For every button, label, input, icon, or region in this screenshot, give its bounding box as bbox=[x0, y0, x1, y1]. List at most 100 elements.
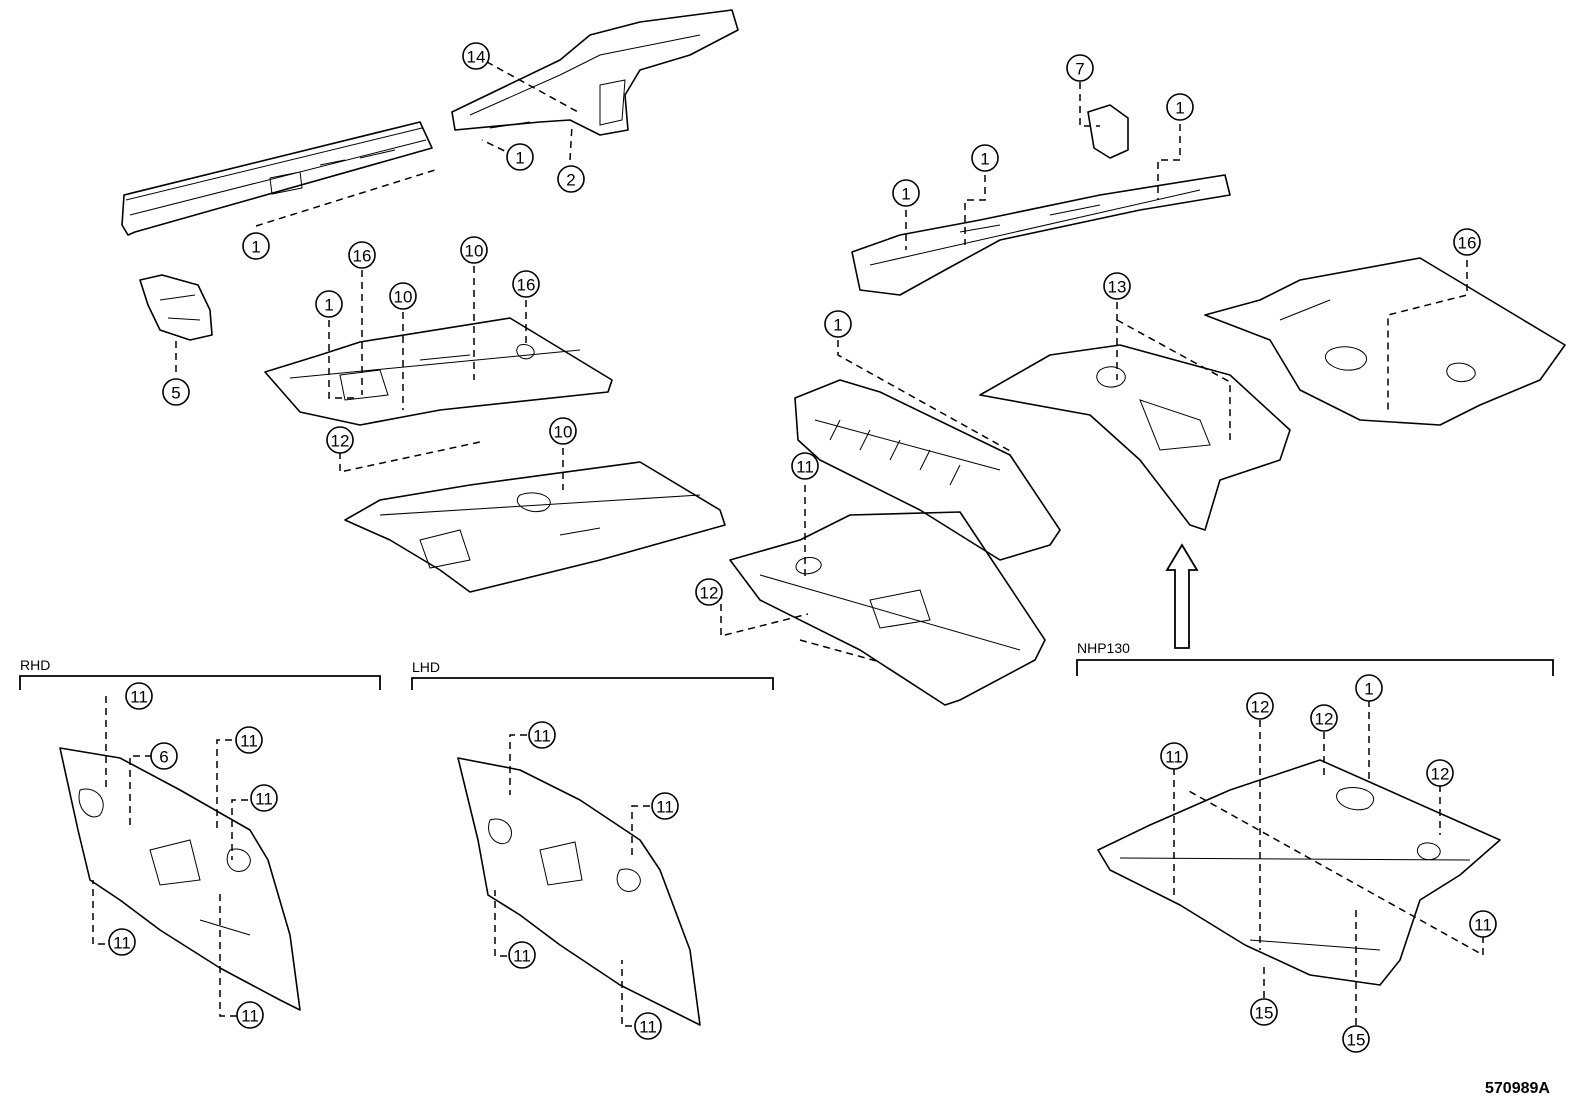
part-center-floor-pan bbox=[729, 511, 1046, 706]
callout-number: 12 bbox=[331, 432, 350, 451]
callout-circle bbox=[528, 721, 556, 749]
callout-circle bbox=[108, 928, 136, 956]
callout-12: 12 bbox=[1426, 759, 1454, 787]
callout-circle bbox=[1246, 692, 1274, 720]
callout-12: 12 bbox=[695, 578, 723, 606]
callout-circle bbox=[971, 144, 999, 172]
callout-7: 7 bbox=[1066, 54, 1094, 82]
callout-number: 1 bbox=[1175, 99, 1184, 118]
callout-number: 5 bbox=[171, 384, 180, 403]
callout-circle bbox=[1250, 998, 1278, 1026]
part-front-side-member-rear bbox=[451, 9, 739, 136]
callout-circle bbox=[460, 236, 488, 264]
direction-arrow-icon bbox=[1165, 543, 1199, 649]
callout-number: 12 bbox=[1251, 698, 1270, 717]
callout-number: 11 bbox=[130, 688, 148, 707]
part-rear-floor-side-member bbox=[851, 174, 1231, 296]
callout-circle bbox=[250, 784, 278, 812]
callout-number: 16 bbox=[517, 276, 536, 295]
part-floor-pan-nhp130 bbox=[1097, 759, 1501, 986]
callout-circle bbox=[1453, 228, 1481, 256]
callout-number: 11 bbox=[113, 934, 131, 953]
callout-number: 1 bbox=[980, 150, 989, 169]
callout-circle bbox=[162, 378, 190, 406]
callout-circle bbox=[235, 726, 263, 754]
callout-number: 1 bbox=[515, 149, 524, 168]
callout-circle bbox=[1426, 759, 1454, 787]
callout-circle bbox=[634, 1012, 662, 1040]
callout-number: 12 bbox=[700, 584, 719, 603]
callout-circle bbox=[549, 417, 577, 445]
callout-number: 6 bbox=[159, 748, 168, 767]
callout-circle bbox=[315, 290, 343, 318]
callout-1: 1 bbox=[824, 310, 852, 338]
callout-circle bbox=[326, 426, 354, 454]
callout-14: 14 bbox=[462, 42, 490, 70]
callout-circle bbox=[236, 1001, 264, 1029]
callout-circle bbox=[557, 165, 585, 193]
callout-16: 16 bbox=[512, 270, 540, 298]
callout-11: 11 bbox=[791, 452, 819, 480]
callout-circle bbox=[1166, 93, 1194, 121]
callout-number: 10 bbox=[465, 242, 484, 261]
callout-circle bbox=[348, 241, 376, 269]
callout-11: 11 bbox=[108, 928, 136, 956]
variant-bracket-rhd bbox=[19, 675, 381, 690]
callout-11: 11 bbox=[125, 682, 153, 710]
callout-number: 14 bbox=[467, 48, 486, 67]
callout-circle bbox=[506, 143, 534, 171]
callout-circle bbox=[512, 270, 540, 298]
part-front-floor-pan-lower bbox=[344, 461, 726, 593]
callout-number: 1 bbox=[901, 185, 910, 204]
part-floor-pan-center bbox=[979, 344, 1291, 531]
callout-circle bbox=[1066, 54, 1094, 82]
part-bracket-7 bbox=[1087, 104, 1129, 159]
callout-number: 11 bbox=[240, 732, 258, 751]
callout-circle bbox=[389, 282, 417, 310]
callout-11: 11 bbox=[651, 792, 679, 820]
callout-11: 11 bbox=[250, 784, 278, 812]
callout-number: 15 bbox=[1347, 1031, 1366, 1050]
callout-number: 7 bbox=[1075, 60, 1084, 79]
callout-circle bbox=[1160, 742, 1188, 770]
callout-circle bbox=[651, 792, 679, 820]
callout-15: 15 bbox=[1342, 1025, 1370, 1053]
callout-number: 1 bbox=[251, 238, 260, 257]
callout-number: 11 bbox=[533, 727, 551, 746]
callout-6: 6 bbox=[150, 742, 178, 770]
callout-10: 10 bbox=[389, 282, 417, 310]
callout-number: 16 bbox=[353, 247, 372, 266]
part-front-floor-pan-upper bbox=[264, 317, 613, 426]
callout-number: 11 bbox=[1474, 916, 1492, 935]
callout-number: 11 bbox=[1165, 748, 1183, 767]
callout-number: 16 bbox=[1458, 234, 1477, 253]
callout-number: 11 bbox=[513, 947, 531, 966]
callout-12: 12 bbox=[1246, 692, 1274, 720]
callout-12: 12 bbox=[326, 426, 354, 454]
callout-1: 1 bbox=[315, 290, 343, 318]
callout-12: 12 bbox=[1310, 704, 1338, 732]
callout-number: 11 bbox=[656, 798, 674, 817]
label-lhd: LHD bbox=[412, 659, 440, 675]
callout-circle bbox=[150, 742, 178, 770]
part-rear-floor-cross-member bbox=[794, 379, 1061, 561]
callout-11: 11 bbox=[508, 941, 536, 969]
callout-circle bbox=[791, 452, 819, 480]
callout-11: 11 bbox=[236, 1001, 264, 1029]
callout-circle bbox=[125, 682, 153, 710]
callout-circle bbox=[1103, 272, 1131, 300]
callout-11: 11 bbox=[528, 721, 556, 749]
variant-bracket-lhd bbox=[411, 677, 774, 690]
callout-number: 12 bbox=[1315, 710, 1334, 729]
callout-circle bbox=[1469, 910, 1497, 938]
callout-11: 11 bbox=[1469, 910, 1497, 938]
callout-circle bbox=[508, 941, 536, 969]
callout-11: 11 bbox=[1160, 742, 1188, 770]
callout-1: 1 bbox=[242, 232, 270, 260]
callout-16: 16 bbox=[348, 241, 376, 269]
part-rear-floor-pan bbox=[1204, 257, 1566, 426]
variant-bracket-nhp130 bbox=[1076, 659, 1554, 676]
part-dash-panel-rhd bbox=[59, 747, 301, 1011]
